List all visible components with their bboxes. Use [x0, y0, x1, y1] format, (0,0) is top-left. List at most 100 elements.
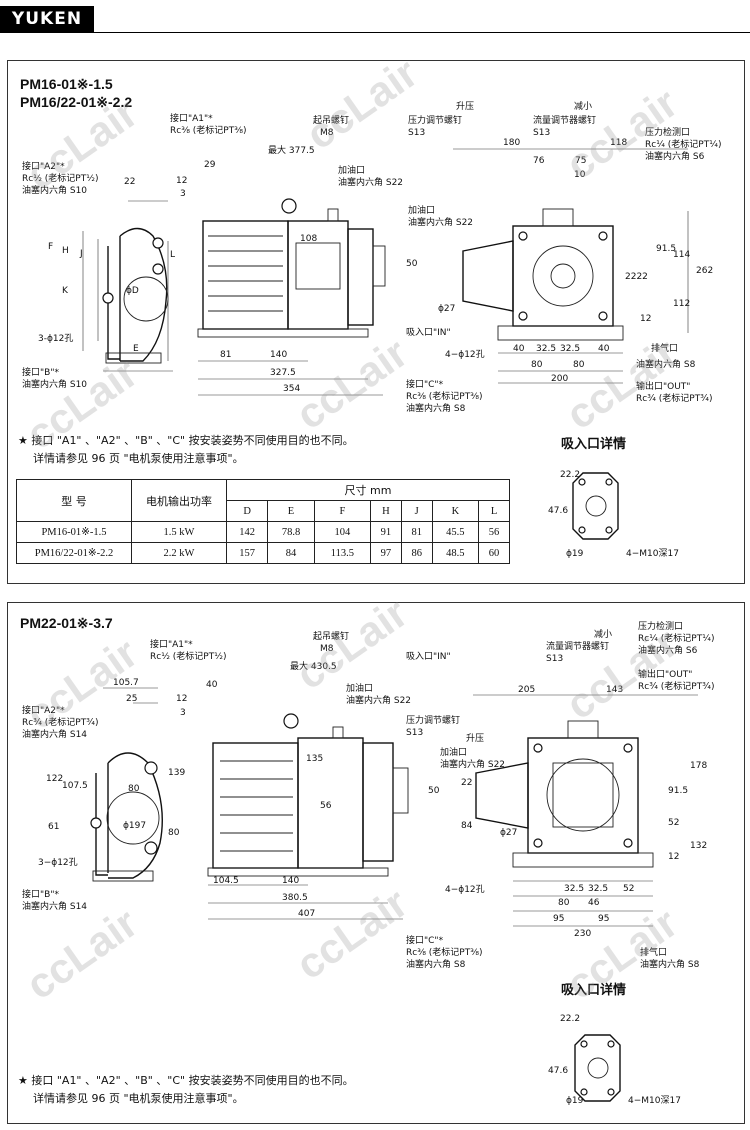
p2-label-holes: 3−ϕ12孔	[38, 857, 78, 868]
p2-dim-132: 132	[690, 841, 707, 851]
p2-detail-47-6: 47.6	[548, 1066, 568, 1076]
table-cell: 86	[400, 542, 433, 564]
panel-pm16: PM16-01※-1.5 PM16/22-01※-2.2 接口"A2"* Rc½…	[7, 60, 745, 584]
p2-dim-phi27: ϕ27	[500, 828, 517, 838]
p1-label-max-len: 最大 377.5	[268, 144, 315, 156]
p1-label-inlet: 吸入口"IN"	[406, 327, 451, 338]
p1-front-view	[453, 148, 689, 384]
table-cell: 113.5	[313, 542, 371, 564]
p2-dim-140: 140	[282, 876, 299, 886]
p2-dim-46: 46	[588, 898, 600, 908]
p1-label-port-c: 接口"C"*	[406, 378, 444, 390]
p1-label-gauge-spec: Rc¼ (老标记PT¼)	[645, 138, 721, 150]
p1-label-gauge-port: 压力检测口	[645, 126, 690, 138]
p1-dim-2222: 2222	[625, 272, 648, 282]
p2-dim-178: 178	[690, 761, 707, 771]
p1-dim-50: 50	[406, 259, 418, 269]
table-cell: 60	[478, 542, 510, 564]
p1-dim-76: 76	[533, 156, 545, 166]
p1-dim-75: 75	[575, 156, 586, 166]
p1-dim-E: E	[133, 344, 139, 354]
p1-label-up: 升压	[456, 101, 474, 112]
p2-label-port-a2-spec: Rc¾ (老标记PT¾)	[22, 716, 98, 728]
p2-label-down: 减小	[594, 628, 612, 640]
p1-label-flow-screw: 流量调节器螺钉	[533, 114, 596, 126]
table-cell: 142	[225, 521, 269, 543]
p2-dim-22: 22	[461, 778, 472, 788]
panel2-note-1: ★ 接口 "A1" 、"A2" 、"B" 、"C" 按安装姿势不同使用目的也不同…	[18, 1074, 354, 1087]
table-cell: 157	[225, 542, 269, 564]
p1-label-port-a1: 接口"A1"*	[170, 112, 213, 124]
p1-dim-3: 3	[180, 189, 186, 199]
panel2-note-2: 详情请参见 96 页 "电机泵使用注意事项"。	[33, 1092, 244, 1105]
p2-label-plug-s22: 油塞内六角 S22	[346, 694, 411, 706]
p2-label-gauge-port: 压力检测口	[638, 620, 683, 632]
p1-dim-32-5b: 32.5	[560, 344, 580, 354]
header-rule	[0, 32, 750, 33]
table-col-E: E	[267, 500, 315, 522]
p2-dim-107-5: 107.5	[62, 781, 88, 791]
table-col-F: F	[313, 500, 371, 522]
p2-dim-80c: 80	[558, 898, 570, 908]
p2-dim-135: 135	[306, 754, 323, 764]
p1-label-plug-s8b: 油塞内六角 S8	[406, 402, 466, 414]
table-cell: 81	[400, 521, 433, 543]
p1-dim-J: J	[79, 249, 83, 259]
p1-label-port-a1-spec: Rc⅜ (老标记PT⅜)	[170, 124, 246, 136]
p1-dim-12: 12	[176, 176, 187, 186]
p2-detail-m10: 4−M10深17	[628, 1095, 681, 1106]
yuken-logo: YUKEN	[0, 6, 94, 32]
p2-label-plug-s8b: 油塞内六角 S8	[640, 958, 700, 970]
p2-side-view	[207, 713, 409, 920]
p1-label-holes4: 4−ϕ12孔	[445, 349, 485, 360]
table-cell: 104	[313, 521, 371, 543]
spec-table: 型 号 电机输出功率 尺寸 mm D E F H J K L PM16-01※-…	[16, 479, 510, 564]
p1-detail-phi19: ϕ19	[566, 549, 584, 559]
p1-label-plug-s22: 油塞内六角 S22	[338, 176, 403, 188]
panel2-inlet-detail-title: 吸入口详情	[561, 983, 627, 998]
p2-label-port-c: 接口"C"*	[406, 934, 444, 946]
p1-detail-m10: 4−M10深17	[626, 548, 679, 559]
p1-dim-10: 10	[574, 170, 586, 180]
p1-label-pressure-screw: 压力调节螺钉	[408, 114, 462, 126]
p2-front-view	[473, 694, 698, 927]
p1-label-s13-a: S13	[408, 128, 425, 138]
table-cell-model: PM16-01※-1.5	[16, 521, 132, 543]
p2-label-plug-s14: 油塞内六角 S14	[22, 728, 87, 740]
p2-label-port-a1: 接口"A1"*	[150, 638, 193, 650]
p2-label-lift-bolt: 起吊螺钉	[313, 631, 349, 642]
p1-dim-354: 354	[283, 384, 300, 394]
table-col-J: J	[400, 500, 433, 522]
p2-label-gauge-spec: Rc¼ (老标记PT¼)	[638, 632, 714, 644]
p1-label-m8: M8	[320, 128, 334, 138]
p2-label-m8: M8	[320, 644, 334, 654]
p1-dim-114: 114	[673, 250, 690, 260]
p1-label-plug-s22b: 油塞内六角 S22	[408, 216, 473, 228]
p2-dim-91-5: 91.5	[668, 786, 688, 796]
p2-dim-50: 50	[428, 786, 440, 796]
p1-label-oil-fill2: 加油口	[408, 204, 435, 216]
table-cell: 56	[478, 521, 510, 543]
p2-dim-52: 52	[668, 818, 679, 828]
p1-label-plug-s8: 油塞内六角 S8	[636, 358, 696, 370]
table-col-D: D	[225, 500, 269, 522]
panel-pm22: PM22-01※-3.7 105.7 25 接口"A2"* Rc¾ (老标记PT…	[7, 602, 745, 1124]
p2-dim-12: 12	[176, 694, 187, 704]
p1-dim-81: 81	[220, 350, 231, 360]
p1-label-port-a2-spec: Rc½ (老标记PT½)	[22, 172, 98, 184]
p1-dim-262: 262	[696, 266, 713, 276]
p1-dim-F: F	[48, 242, 53, 252]
p2-dim-12b: 12	[668, 852, 679, 862]
p2-label-port-a1-spec: Rc½ (老标记PT½)	[150, 650, 226, 662]
table-cell: 48.5	[431, 542, 480, 564]
p2-label-outlet-spec: Rc¾ (老标记PT¾)	[638, 680, 714, 692]
p1-label-outlet-spec: Rc¾ (老标记PT¾)	[636, 392, 712, 404]
p2-label-port-a2: 接口"A2"*	[22, 704, 65, 716]
panel1-title-1: PM16-01※-1.5	[20, 76, 113, 92]
p2-dim-25: 25	[126, 694, 137, 704]
p1-dim-phiD: ϕD	[126, 286, 139, 296]
p1-dim-180: 180	[503, 138, 520, 148]
table-col-H: H	[369, 500, 402, 522]
panel1-title-2: PM16/22-01※-2.2	[20, 94, 133, 110]
p2-label-vent: 排气口	[640, 946, 667, 958]
